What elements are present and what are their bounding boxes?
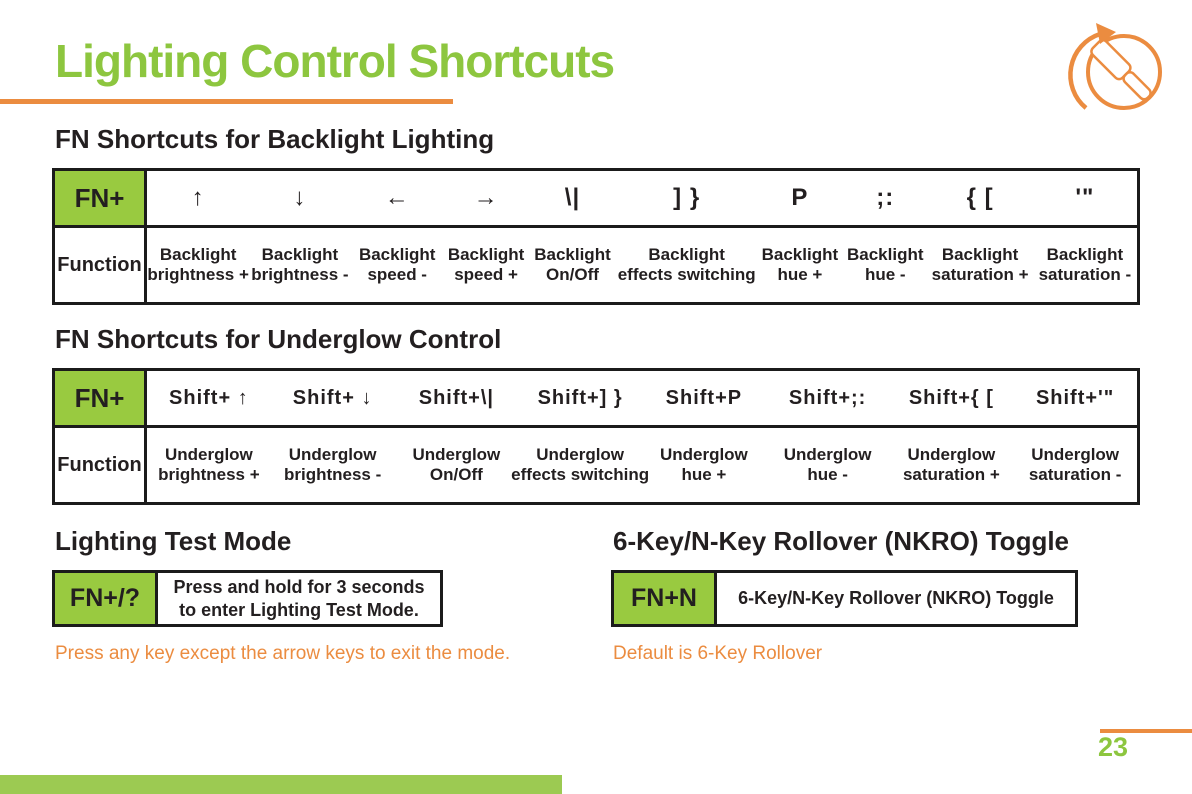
test-mode-box: FN+/? Press and hold for 3 seconds to en… — [52, 570, 443, 627]
key-cell: '" — [1075, 184, 1095, 211]
backlight-shortcut-table: FN+ ↑ ↓ ← → \| ] } P ;: { [ '" Function … — [52, 168, 1140, 305]
page-number-rule — [1100, 729, 1192, 733]
key-cell: → — [473, 184, 499, 211]
key-cell: ;: — [876, 184, 895, 211]
key-cell: ← — [384, 184, 410, 211]
key-cell: Shift+] } — [537, 386, 623, 409]
backlight-section-heading: FN Shortcuts for Backlight Lighting — [55, 124, 495, 154]
test-mode-description: Press and hold for 3 seconds to enter Li… — [173, 577, 425, 620]
key-cell: Shift+ ↑ — [169, 386, 249, 409]
key-cell: ↑ — [191, 184, 205, 211]
nkro-key-cell: FN+N — [614, 573, 717, 624]
underglow-keys-row: FN+ Shift+ ↑ Shift+ ↓ Shift+\| Shift+] }… — [55, 371, 1137, 425]
underglow-shortcut-table: FN+ Shift+ ↑ Shift+ ↓ Shift+\| Shift+] }… — [52, 368, 1140, 505]
fn-key-cell: FN+ — [55, 171, 147, 225]
key-cell: \| — [564, 184, 581, 211]
nkro-note: Default is 6-Key Rollover — [613, 643, 823, 664]
function-header-cell: Function — [55, 428, 147, 502]
test-mode-note: Press any key except the arrow keys to e… — [55, 643, 511, 664]
nkro-box: FN+N 6-Key/N-Key Rollover (NKRO) Toggle — [611, 570, 1078, 627]
key-cell: P — [791, 184, 809, 211]
nkro-heading: 6-Key/N-Key Rollover (NKRO) Toggle — [613, 526, 1070, 556]
test-mode-heading: Lighting Test Mode — [55, 526, 292, 556]
fn-key-cell: FN+ — [55, 371, 147, 425]
backlight-keys-row: FN+ ↑ ↓ ← → \| ] } P ;: { [ '" — [55, 171, 1137, 225]
footer-accent-bar — [0, 775, 562, 794]
key-cell: Shift+ ↓ — [292, 386, 373, 409]
key-cell: Shift+\| — [418, 386, 494, 409]
key-cell: { [ — [966, 184, 994, 211]
rotate-knob-icon — [1058, 18, 1178, 118]
key-cell: ↓ — [293, 184, 307, 211]
page-number: 23 — [1098, 732, 1129, 762]
key-cell: Shift+P — [665, 386, 743, 409]
function-header-cell: Function — [55, 228, 147, 302]
key-cell: Shift+{ [ — [908, 386, 994, 409]
key-cell: Shift+'" — [1035, 386, 1115, 409]
key-cell: ] } — [673, 184, 701, 211]
nkro-description: 6-Key/N-Key Rollover (NKRO) Toggle — [738, 588, 1054, 609]
page-title: Lighting Control Shortcuts — [55, 35, 615, 87]
test-mode-key-cell: FN+/? — [55, 573, 158, 624]
underglow-section-heading: FN Shortcuts for Underglow Control — [55, 324, 502, 354]
key-cell: Shift+;: — [788, 386, 867, 409]
title-underline — [0, 99, 453, 104]
